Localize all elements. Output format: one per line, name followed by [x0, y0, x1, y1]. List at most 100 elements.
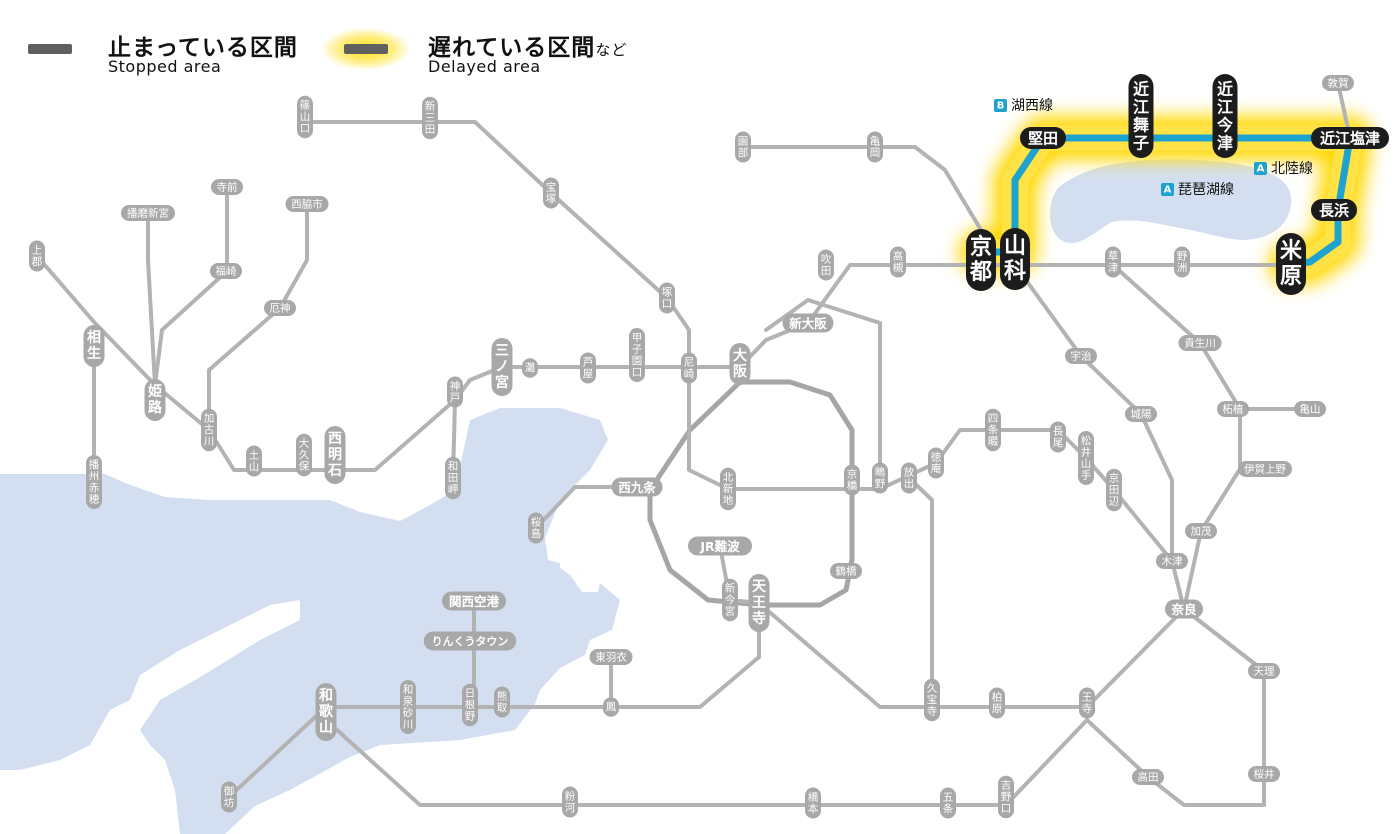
station-char: 田	[425, 124, 436, 136]
hub-pill	[83, 325, 105, 367]
station-15-label: 土山	[249, 448, 260, 473]
station-h-13-label: 木津	[1162, 556, 1184, 568]
biwako-badge	[1161, 183, 1174, 196]
hub-pill	[1165, 599, 1203, 619]
station-42-label: 草津	[1108, 250, 1119, 274]
station-34-label: 久宝寺	[927, 683, 938, 718]
station-char: 柏	[992, 690, 1003, 703]
osaka-bay	[0, 408, 620, 834]
station-pill	[998, 775, 1014, 819]
station-pill	[264, 300, 296, 316]
station-pill	[1185, 523, 1217, 539]
station-char: 和	[403, 684, 414, 696]
station-char: 島	[531, 527, 542, 540]
station-24-label: 徳庵	[931, 450, 942, 475]
station-char: 西	[328, 431, 342, 447]
station-char: 吉	[1001, 780, 1012, 792]
station-30-label: 日根野	[465, 688, 476, 723]
hub-osaka-label: 大阪	[733, 347, 748, 380]
major-pill	[1212, 74, 1238, 158]
station-char: 久	[927, 683, 938, 695]
hub-jrnamba-label: JR難波	[699, 539, 740, 554]
station-char: 宮	[725, 605, 736, 618]
station-8-label: 高槻	[893, 249, 904, 274]
station-char: 北	[723, 472, 734, 484]
station-char: 津	[1217, 134, 1233, 153]
station-char: 洲	[1177, 262, 1188, 274]
biwako-badge-letter: A	[1164, 185, 1172, 196]
station-char: 郡	[32, 256, 43, 268]
hub-nishiakashi-label: 西明石	[327, 431, 342, 479]
station-h-16-label: 天理	[1254, 666, 1276, 678]
station-char: 上	[32, 244, 43, 256]
biwako-label: 琵琶湖線	[1178, 182, 1234, 198]
station-20-label: 北新地	[723, 472, 734, 507]
station-pill	[221, 781, 237, 813]
station-h-9-label: 柘植	[1223, 403, 1245, 416]
station-char: 砂	[403, 706, 414, 719]
station-pill	[580, 352, 596, 384]
station-char: 崎	[684, 367, 695, 380]
station-char: 橋	[808, 790, 819, 803]
hub-nishikujo-label: 西九条	[618, 480, 656, 495]
hub-shinosaka-label: 新大阪	[789, 316, 827, 331]
hokuriku-label: 北陸線	[1271, 161, 1313, 177]
station-h-4-label: 厄神	[270, 302, 291, 315]
major-yamashina-label: 山科	[1004, 234, 1026, 284]
station-pill	[400, 680, 416, 734]
station-23-label: 放出	[904, 465, 915, 490]
station-pill	[445, 456, 461, 500]
station-char: 高	[893, 249, 904, 262]
station-char: 大	[733, 347, 747, 364]
station-h-8-label: 貴生川	[1184, 337, 1216, 350]
kosei-label: 湖西線	[1011, 98, 1053, 114]
station-char: 部	[738, 146, 749, 159]
station-char: 明	[328, 447, 342, 463]
station-char: 条	[943, 802, 954, 815]
station-char: 和	[448, 461, 459, 473]
station-char: 路	[148, 399, 163, 416]
station-6-label: 塚口	[662, 286, 673, 310]
station-2-label: 宝塚	[546, 180, 557, 205]
station-pill	[1248, 766, 1280, 782]
station-pill	[735, 131, 751, 163]
station-char: 和	[319, 688, 333, 704]
station-char: 野	[465, 711, 476, 723]
station-pill	[121, 205, 175, 221]
station-char: 赤	[89, 482, 100, 494]
station-char: 播	[89, 458, 100, 471]
station-char: 園	[632, 355, 643, 367]
station-char: 鳳	[606, 701, 617, 713]
station-pill	[867, 131, 883, 163]
station-pill	[211, 179, 243, 195]
station-char: 口	[662, 298, 673, 310]
station-char: 桜	[531, 515, 542, 528]
station-char: 塚	[546, 193, 557, 205]
station-5-label: 上郡	[32, 244, 43, 268]
station-char: 屋	[583, 368, 594, 380]
major-kyoto-label: 京都	[969, 234, 992, 285]
station-char: 口	[1001, 803, 1012, 815]
station-1-label: 新三田	[425, 100, 436, 136]
legend-delayed: 遅れている区間など Delayed area	[322, 24, 674, 80]
minor-stations: 篠山口新三田宝塚園部亀岡上郡塚口吹田高槻尼崎甲子園口芦屋灘神戸加古川土山大久保和…	[29, 75, 1354, 819]
station-pill	[603, 697, 619, 717]
station-21-label: 京橋	[847, 467, 858, 492]
station-14-label: 加古川	[204, 413, 215, 448]
station-char: 土	[249, 448, 260, 461]
station-pill	[872, 462, 888, 494]
station-4-label: 亀岡	[870, 134, 881, 159]
station-pill	[1174, 246, 1190, 278]
major-pill	[1311, 127, 1389, 149]
station-char: 今	[1216, 116, 1233, 135]
major-nagahama-label: 長浜	[1319, 202, 1349, 220]
station-char: 山	[300, 111, 311, 123]
station-pill	[830, 563, 862, 579]
station-char: 河	[565, 802, 576, 814]
hub-pill	[782, 313, 834, 333]
station-pill	[901, 462, 917, 494]
kosei-badge-letter: B	[997, 101, 1005, 112]
